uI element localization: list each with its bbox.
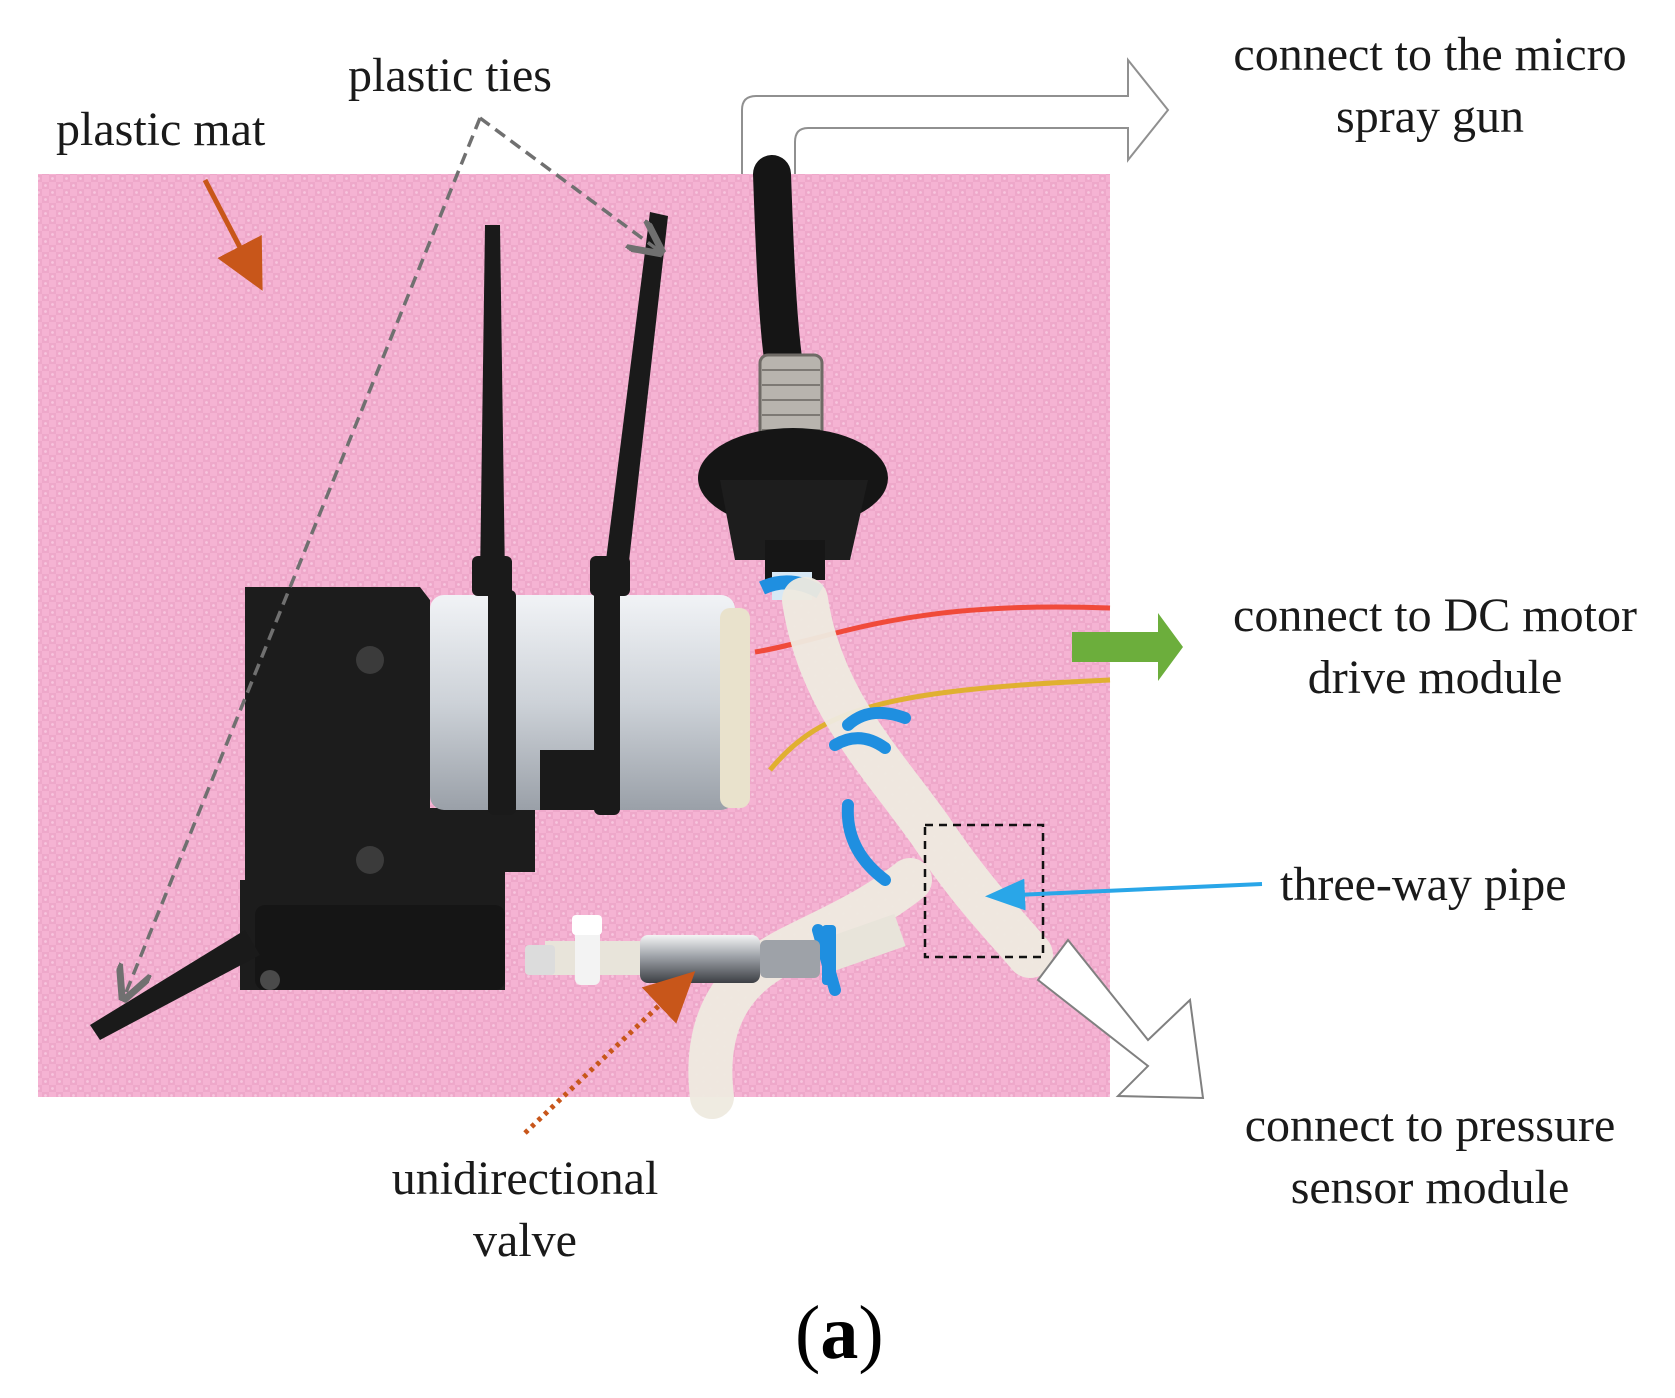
label-unidirectional-valve-line2: valve xyxy=(473,1214,577,1267)
pump-lever xyxy=(90,930,260,1040)
valve-body xyxy=(640,935,760,983)
yellow-wire xyxy=(768,677,1111,772)
red-wire xyxy=(754,604,1111,655)
label-plastic-ties: plastic ties xyxy=(348,49,552,102)
label-three-way-pipe: three-way pipe xyxy=(1280,858,1567,911)
spray-gun-hollow-arrow xyxy=(741,57,1170,174)
label-micro-spray-gun-line1: connect to the micro xyxy=(1233,28,1627,81)
black-hose xyxy=(753,155,804,391)
label-micro-spray-gun-line2: spray gun xyxy=(1336,90,1524,143)
label-pressure-sensor-line2: sensor module xyxy=(1290,1161,1570,1214)
label-plastic-mat: plastic mat xyxy=(56,103,266,156)
pressure-sensor-hollow-arrow xyxy=(1036,938,1205,1100)
valve-arrow xyxy=(523,971,696,1135)
caption-letter: a xyxy=(820,1291,859,1375)
label-dc-motor-drive-line2: drive module xyxy=(1307,651,1563,704)
label-unidirectional-valve: unidirectional valve xyxy=(340,1148,710,1272)
label-pressure-sensor-line1: connect to pressure xyxy=(1244,1099,1616,1152)
three-way-pipe-arrow xyxy=(985,878,1263,911)
three-way-pipe-highlight xyxy=(923,823,1045,959)
label-micro-spray-gun: connect to the micro spray gun xyxy=(1205,24,1655,148)
figure-caption: (a) xyxy=(795,1290,884,1377)
plastic-ties-arrows xyxy=(125,116,658,995)
label-dc-motor-drive-line1: connect to DC motor xyxy=(1233,589,1637,642)
dc-motor-green-arrow xyxy=(1072,613,1183,681)
caption-close-paren: ) xyxy=(858,1291,884,1375)
pump-housing xyxy=(240,587,535,990)
plastic-ties-shape xyxy=(472,212,668,815)
plastic-mat-arrow xyxy=(202,178,263,291)
label-pressure-sensor: connect to pressure sensor module xyxy=(1210,1095,1650,1219)
caption-open-paren: ( xyxy=(795,1291,821,1375)
label-dc-motor-drive: connect to DC motor drive module xyxy=(1205,585,1665,709)
silicone-tube-main xyxy=(782,577,1053,978)
label-unidirectional-valve-line1: unidirectional xyxy=(391,1152,659,1205)
